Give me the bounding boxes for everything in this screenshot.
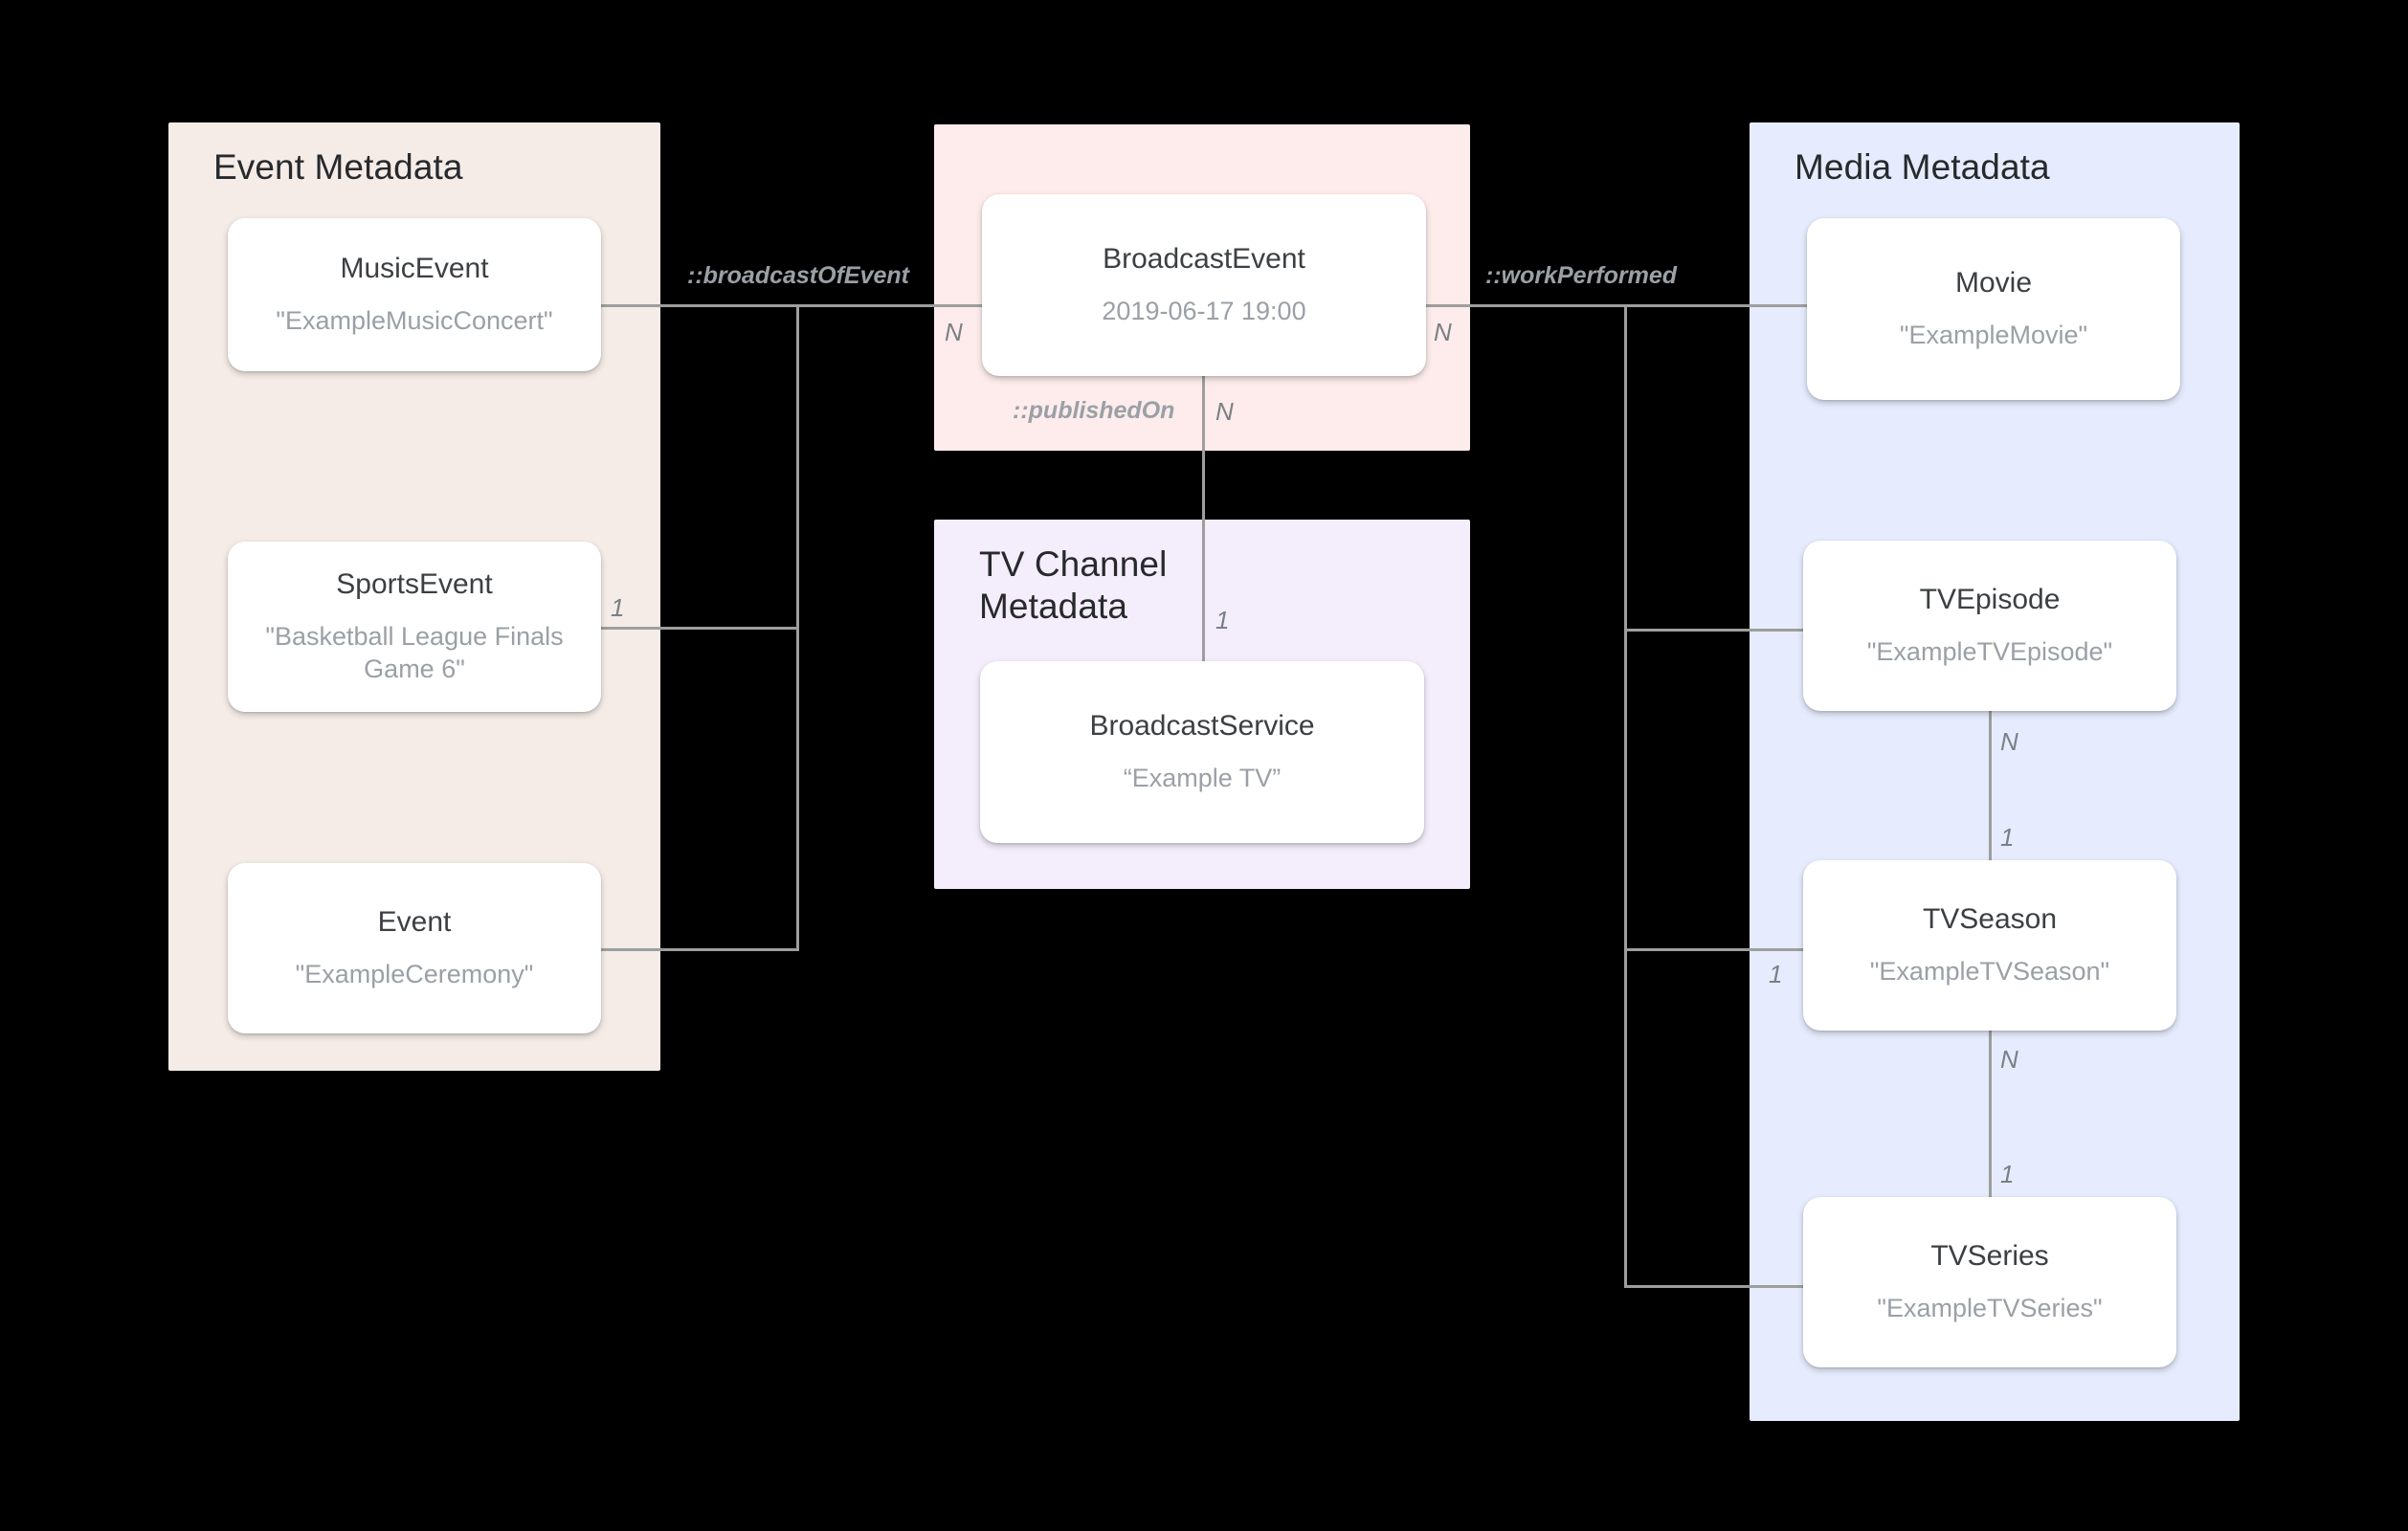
edge-published-v xyxy=(1202,374,1205,663)
edge-left-bus xyxy=(796,304,799,951)
node-subtitle-broadcast-service: “Example TV” xyxy=(1123,764,1282,793)
relation-label-broadcast-of-event: ::broadcastOfEvent xyxy=(687,262,909,289)
edge-movie-stub xyxy=(1624,304,1808,307)
node-subtitle-music-event: "ExampleMusicConcert" xyxy=(276,306,553,336)
node-title-broadcast-service: BroadcastService xyxy=(1089,710,1315,743)
edge-season-ser-v xyxy=(1989,1030,1992,1198)
edge-season-stub xyxy=(1624,948,1808,951)
edge-sports-stub xyxy=(601,627,796,630)
node-subtitle-tv-season: "ExampleTVSeason" xyxy=(1869,957,2110,987)
cardinality-card-published-n: N xyxy=(1215,397,1234,426)
node-subtitle-tv-episode: "ExampleTVEpisode" xyxy=(1866,637,2113,667)
node-subtitle-event: "ExampleCeremony" xyxy=(295,960,534,989)
edge-left-join xyxy=(796,304,984,307)
node-tv-season[interactable]: TVSeason "ExampleTVSeason" xyxy=(1803,860,2176,1031)
node-music-event[interactable]: MusicEvent "ExampleMusicConcert" xyxy=(228,218,601,371)
cardinality-card-season-left-1: 1 xyxy=(1769,960,1783,988)
edge-bce-right xyxy=(1426,304,1627,307)
cardinality-card-episode-n: N xyxy=(2000,727,2018,756)
node-title-movie: Movie xyxy=(1954,267,2033,300)
edge-music-stub xyxy=(601,304,796,307)
edge-event-stub xyxy=(601,948,796,951)
group-title-event-metadata: Event Metadata xyxy=(213,147,463,187)
node-movie[interactable]: Movie "ExampleMovie" xyxy=(1807,218,2180,400)
cardinality-card-bce-left: N xyxy=(945,318,963,346)
node-event[interactable]: Event "ExampleCeremony" xyxy=(228,863,601,1033)
node-subtitle-broadcast-event: 2019-06-17 19:00 xyxy=(1102,297,1306,326)
cardinality-card-sports-event: 1 xyxy=(611,593,625,622)
node-tv-episode[interactable]: TVEpisode "ExampleTVEpisode" xyxy=(1803,541,2176,711)
relation-label-published-on: ::publishedOn xyxy=(1013,397,1175,424)
node-title-broadcast-event: BroadcastEvent xyxy=(1103,243,1305,276)
edge-episode-stub xyxy=(1624,629,1808,632)
node-title-tv-series: TVSeries xyxy=(1930,1240,2049,1273)
cardinality-card-season-n: N xyxy=(2000,1045,2018,1074)
node-broadcast-service[interactable]: BroadcastService “Example TV” xyxy=(980,661,1424,843)
group-title-media-metadata: Media Metadata xyxy=(1795,147,2050,187)
node-subtitle-movie: "ExampleMovie" xyxy=(1899,321,2088,350)
group-title-tv-channel-metadata: TV Channel Metadata xyxy=(979,544,1168,626)
cardinality-card-service-1: 1 xyxy=(1215,606,1230,634)
node-broadcast-event[interactable]: BroadcastEvent 2019-06-17 19:00 xyxy=(982,194,1426,376)
node-title-music-event: MusicEvent xyxy=(340,253,489,285)
edge-ep-season-v xyxy=(1989,710,1992,861)
node-title-tv-episode: TVEpisode xyxy=(1919,584,2061,616)
cardinality-card-season-1: 1 xyxy=(2000,823,2015,852)
node-subtitle-tv-series: "ExampleTVSeries" xyxy=(1877,1294,2103,1323)
node-title-event: Event xyxy=(377,906,452,939)
edge-right-bus xyxy=(1624,304,1627,1287)
node-title-tv-season: TVSeason xyxy=(1922,903,2058,936)
edge-series-stub xyxy=(1624,1285,1808,1288)
node-subtitle-sports-event: "Basketball League Finals Game 6" xyxy=(265,622,564,683)
node-tv-series[interactable]: TVSeries "ExampleTVSeries" xyxy=(1803,1197,2176,1367)
node-sports-event[interactable]: SportsEvent "Basketball League Finals Gam… xyxy=(228,542,601,712)
cardinality-card-series-1: 1 xyxy=(2000,1160,2015,1188)
relation-label-work-performed: ::workPerformed xyxy=(1485,262,1678,289)
node-title-sports-event: SportsEvent xyxy=(336,568,493,601)
cardinality-card-bce-right: N xyxy=(1434,318,1452,346)
